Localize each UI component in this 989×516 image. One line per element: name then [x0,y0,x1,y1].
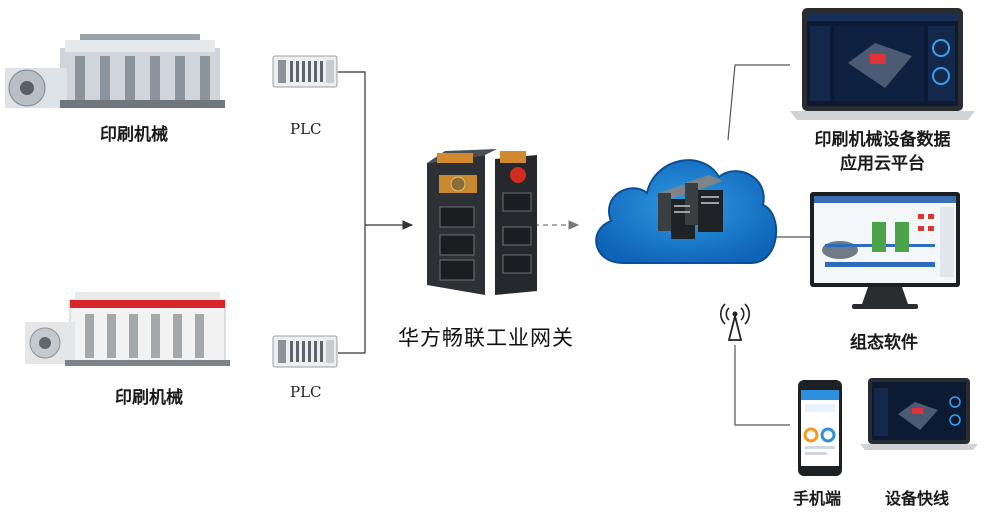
quick-link-label: 设备快线 [885,489,950,508]
wireless-antenna-icon [720,302,750,342]
laptop-quick-link [860,378,978,453]
scada-monitor [810,192,960,312]
plc-device-top [272,55,338,88]
plc-label-top: PLC [290,120,322,138]
plc-device-bottom [272,335,338,368]
plc-label-bottom: PLC [290,383,322,401]
scada-label: 组态软件 [850,333,918,353]
printing-machine-bottom [25,288,230,373]
industrial-gateway [425,145,540,300]
machine-label-bottom: 印刷机械 [115,388,183,408]
gateway-label: 华方畅联工业网关 [398,326,574,350]
printing-machine-top [5,30,230,115]
cloud-platform-label-line2: 应用云平台 [840,154,925,174]
laptop-cloud-platform [790,8,975,123]
cloud-platform-label: 印刷机械设备数据 应用云平台 [795,128,970,176]
machine-label-top: 印刷机械 [100,125,168,145]
mobile-label: 手机端 [793,489,842,508]
cloud-platform-label-line1: 印刷机械设备数据 [814,130,951,150]
mobile-phone [798,380,842,476]
cloud-icon [583,135,783,280]
